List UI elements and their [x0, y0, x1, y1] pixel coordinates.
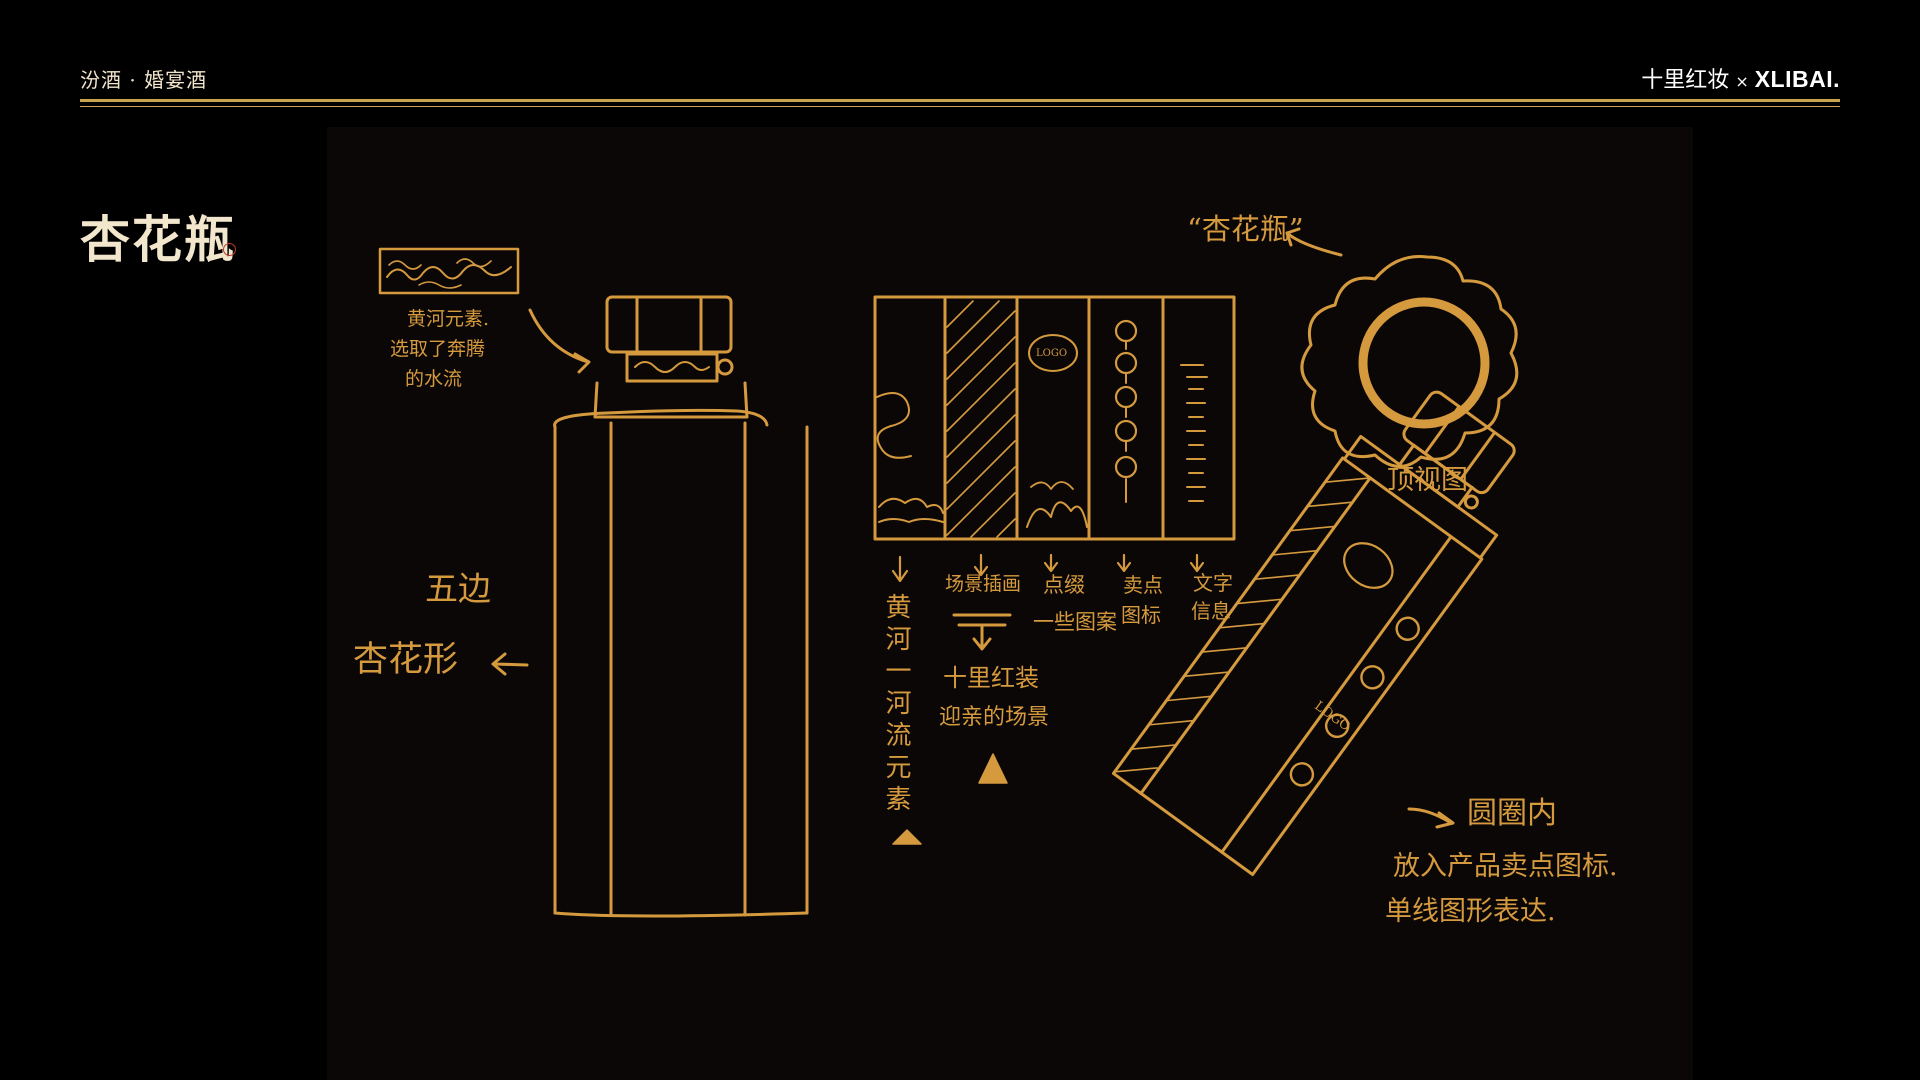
sketch-drawing [378, 227, 1519, 918]
pentagon-arrow [491, 652, 529, 676]
note-col1-river: 黄河一河流元素 [881, 593, 911, 817]
sketch-canvas: 黄河元素. 选取了奔腾 的水流 五边 杏花形 “杏花瓶” 顶视图. LOGO L… [327, 127, 1693, 1080]
brand-logo-text: XLIBAI. [1754, 66, 1840, 92]
header-product-label: 汾酒 · 婚宴酒 [80, 68, 208, 92]
header-rule-thin [80, 106, 1840, 107]
xinghua-arrow [1285, 227, 1343, 257]
brand-chinese: 十里红妆 [1641, 68, 1730, 93]
note-pentagon-line1: 五边 [425, 569, 491, 608]
note-col5-line1: 文字 [1193, 571, 1233, 595]
river-pattern-swatch [378, 247, 520, 295]
note-col2-sub2: 迎亲的场景 [939, 705, 1050, 730]
note-xinghua-bottle: “杏花瓶” [1187, 212, 1304, 246]
note-circles-line3: 单线图形表达. [1385, 896, 1556, 927]
page-title: 杏花瓶 [80, 210, 236, 269]
note-col3-line1: 点缀 [1043, 573, 1085, 597]
circles-note-arrow [1407, 807, 1455, 829]
title-seal-icon [223, 243, 236, 256]
note-river-line2: 选取了奔腾 [390, 338, 486, 360]
note-circles-line2: 放入产品卖点图标. [1393, 851, 1618, 882]
note-col3-line2: 一些图案 [1033, 610, 1117, 634]
river-note-arrow [528, 308, 591, 374]
top-view-sketch [1300, 254, 1519, 468]
note-circles-line1: 圆圈内 [1467, 796, 1557, 831]
angled-bottle [1111, 390, 1516, 877]
note-col5-line2: 信息 [1191, 599, 1231, 623]
brand-times: × [1735, 72, 1749, 91]
header-brand: 十里红妆 × XLIBAI. [1641, 62, 1840, 94]
note-river-line1: 黄河元素. [407, 308, 490, 330]
header-rule-thick [80, 99, 1840, 102]
note-top-view: 顶视图. [1387, 465, 1477, 496]
upright-bottle [553, 295, 809, 918]
note-col2-scene: 场景插画 [945, 573, 1022, 595]
note-pentagon-line2: 杏花形 [353, 640, 459, 680]
label-logo-text: LOGO [1036, 348, 1068, 359]
note-col4-line1: 卖点 [1123, 573, 1163, 597]
note-col4-line2: 图标 [1121, 603, 1161, 627]
label-layout-sketch [873, 295, 1236, 845]
note-col2-sub1: 十里红装 [943, 664, 1039, 692]
note-river-line3: 的水流 [405, 368, 463, 390]
